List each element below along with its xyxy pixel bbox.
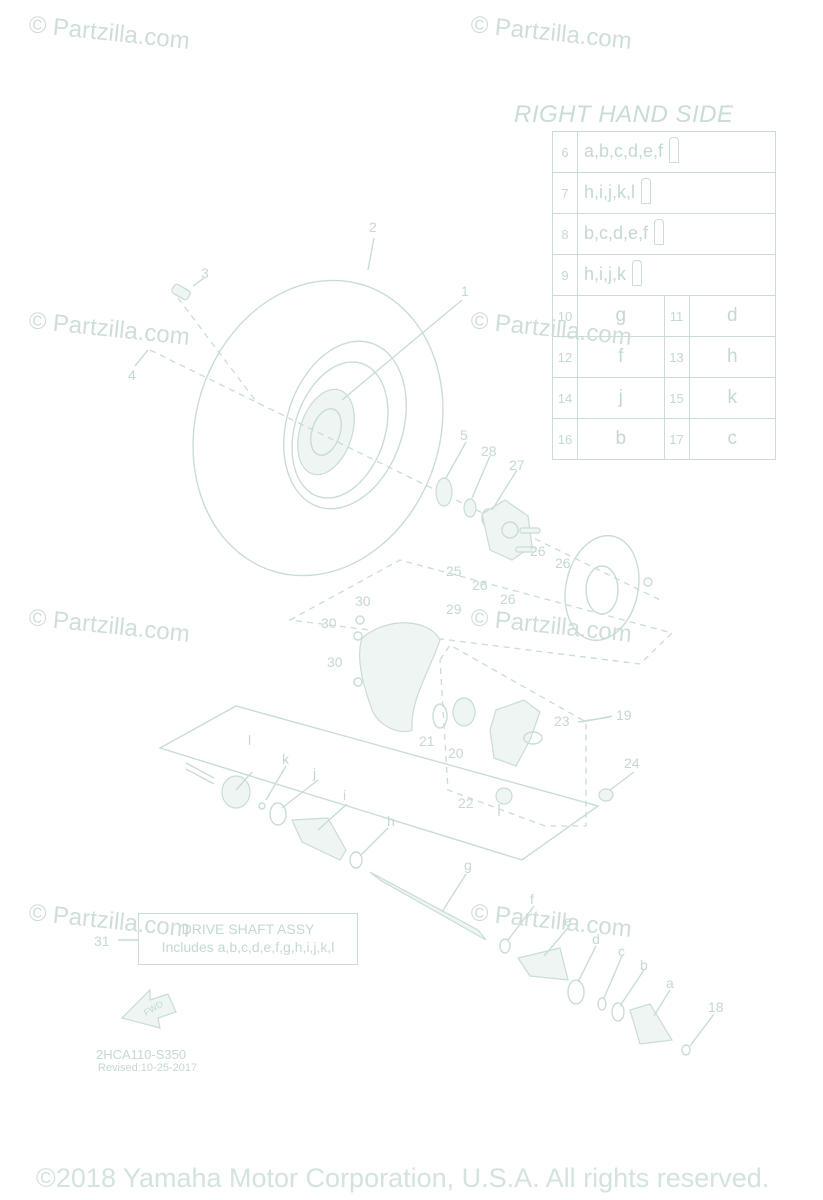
- row-number: 6: [552, 131, 578, 173]
- callout-21: 21: [419, 733, 435, 749]
- fwd-arrow-icon: FWD: [120, 988, 177, 1029]
- callout-g: g: [464, 857, 472, 873]
- callout-26: 26: [555, 555, 571, 571]
- callout-e: e: [564, 913, 572, 929]
- copyright-notice: ©2018 Yamaha Motor Corporation, U.S.A. A…: [36, 1163, 770, 1193]
- callout-31: 31: [94, 933, 110, 949]
- drive-shaft-panel: [158, 705, 600, 861]
- diagram-code: 2HCA110-S350: [96, 1047, 187, 1062]
- callout-24: 24: [624, 755, 640, 771]
- tire: [192, 237, 444, 577]
- watermark: © Partzilla.com: [27, 307, 191, 351]
- assy-title: DRIVE SHAFT ASSY: [181, 921, 315, 937]
- row-value: c: [688, 418, 776, 460]
- row-number: 11: [663, 295, 690, 337]
- row-number: 15: [663, 377, 690, 419]
- table-row: 16 b 17 c: [552, 418, 776, 460]
- hub-assembly: [435, 441, 541, 561]
- row-contents: h,i,j,k,l: [577, 172, 776, 214]
- row-number: 13: [663, 336, 690, 378]
- row-contents: h,i,j,k: [577, 254, 776, 296]
- table-row: 14 j 15 k: [552, 377, 776, 419]
- sealant-tube-icon: [641, 178, 652, 204]
- callout-a: a: [666, 975, 674, 991]
- table-row: 6 a,b,c,d,e,f: [552, 131, 776, 173]
- callout-1: 1: [461, 283, 469, 299]
- watermark: © Partzilla.com: [469, 604, 633, 648]
- table-row: 12 f 13 h: [552, 336, 776, 378]
- row-value: f: [577, 336, 665, 378]
- drive-shaft: [185, 762, 691, 1056]
- callout-k: k: [282, 751, 290, 767]
- row-value: k: [688, 377, 776, 419]
- callout-5: 5: [460, 427, 468, 443]
- watermark: © Partzilla.com: [469, 899, 633, 943]
- callout-c: c: [618, 943, 625, 959]
- callout-f: f: [530, 891, 534, 907]
- callout-26: 26: [472, 577, 488, 593]
- callout-30: 30: [321, 615, 337, 631]
- callout-2: 2: [369, 219, 377, 235]
- callout-j: j: [312, 765, 316, 781]
- table-row: 8 b,c,d,e,f: [552, 213, 776, 255]
- right-hand-side-title: RIGHT HAND SIDE: [514, 101, 734, 128]
- row-number: 9: [552, 254, 578, 296]
- callout-27: 27: [509, 457, 525, 473]
- callout-25: 25: [446, 563, 462, 579]
- row-number: 8: [552, 213, 578, 255]
- callout-30: 30: [327, 654, 343, 670]
- callout-29: 29: [446, 601, 462, 617]
- callout-18: 18: [708, 999, 724, 1015]
- sealant-tube-icon: [632, 260, 643, 286]
- callout-30: 30: [355, 593, 371, 609]
- callout-h: h: [387, 813, 395, 829]
- row-value: j: [577, 377, 665, 419]
- valve-stem: [171, 277, 205, 301]
- row-value: b: [577, 418, 665, 460]
- row-value: h: [688, 336, 776, 378]
- sealant-tube-icon: [669, 137, 680, 163]
- row-number: 17: [663, 418, 690, 460]
- assy-includes: Includes a,b,c,d,e,f,g,h,i,j,k,l: [161, 939, 335, 955]
- row-number: 10: [552, 295, 578, 337]
- table-row: 10 g 11 d: [552, 295, 776, 337]
- wheel-rim: [297, 299, 463, 476]
- callout-l: l: [248, 732, 251, 748]
- leader-lines: [118, 715, 715, 1047]
- row-contents: b,c,d,e,f: [577, 213, 776, 255]
- watermark: © Partzilla.com: [27, 604, 191, 648]
- table-row: 7 h,i,j,k,l: [552, 172, 776, 214]
- callout-i: i: [343, 787, 346, 803]
- callout-23: 23: [554, 713, 570, 729]
- watermark: © Partzilla.com: [27, 11, 191, 55]
- row-number: 16: [552, 418, 578, 460]
- callout-26: 26: [500, 591, 516, 607]
- callout-28: 28: [481, 443, 497, 459]
- row-value: d: [688, 295, 776, 337]
- callout-b: b: [640, 957, 648, 973]
- row-number: 12: [552, 336, 578, 378]
- callout-3: 3: [201, 265, 209, 281]
- row-number: 7: [552, 172, 578, 214]
- callout-19: 19: [616, 707, 632, 723]
- drive-shaft-assy-box: DRIVE SHAFT ASSY Includes a,b,c,d,e,f,g,…: [138, 913, 358, 965]
- knuckle-assembly: [353, 615, 614, 816]
- revision-date: Revised:10-25-2017: [98, 1062, 198, 1074]
- callout-22: 22: [458, 795, 474, 811]
- reference-table: 6 a,b,c,d,e,f 7 h,i,j,k,l 8 b,c,d,e,f 9 …: [552, 131, 776, 460]
- row-value: g: [577, 295, 665, 337]
- watermarks: © Partzilla.com © Partzilla.com © Partzi…: [27, 11, 633, 943]
- callout-26: 26: [530, 543, 546, 559]
- callout-20: 20: [448, 745, 464, 761]
- sealant-tube-icon: [654, 219, 665, 245]
- callout-d: d: [592, 931, 600, 947]
- row-number: 14: [552, 377, 578, 419]
- table-row: 9 h,i,j,k: [552, 254, 776, 296]
- row-contents: a,b,c,d,e,f: [577, 131, 776, 173]
- callout-4: 4: [128, 367, 136, 383]
- watermark: © Partzilla.com: [469, 11, 633, 55]
- callout-labels: 1 2 3 4 5 28 27 25 26 26 26 26 29 30 30 …: [94, 219, 724, 1015]
